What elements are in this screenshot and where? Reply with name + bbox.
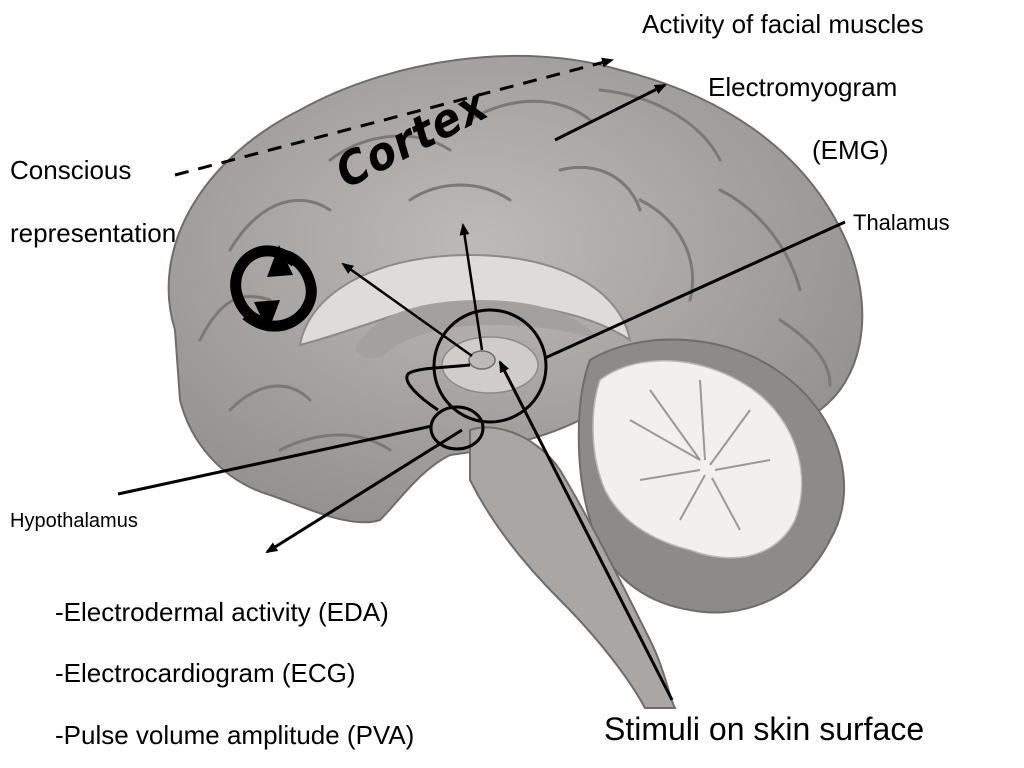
hypothalamus-pointer	[117, 424, 433, 496]
label-representation: representation	[10, 218, 177, 248]
corpus-callosum-shape	[298, 253, 632, 347]
hypothalamus-loop	[405, 363, 471, 412]
label-pva: -Pulse volume amplitude (PVA)	[55, 720, 415, 750]
thalamus-circle	[432, 308, 548, 424]
thalamus-pointer	[544, 220, 846, 360]
ventricle-shape	[355, 300, 600, 359]
label-thalamus: Thalamus	[853, 210, 950, 235]
hypothalamus-circle	[429, 405, 485, 451]
label-emg: (EMG)	[812, 135, 889, 165]
label-conscious: Conscious	[10, 155, 132, 185]
stimuli-arrow	[498, 360, 674, 701]
thalamus-to-cortex-arrow	[459, 223, 484, 351]
label-electromyogram: Electromyogram	[708, 72, 898, 102]
hypothalamus-to-autonomic-arrow	[265, 428, 463, 554]
dashed-connector	[174, 57, 614, 177]
emg-arrow	[554, 83, 667, 142]
label-hypothalamus: Hypothalamus	[10, 510, 138, 532]
label-eda: -Electrodermal activity (EDA)	[55, 597, 389, 627]
gyri-lines	[198, 88, 832, 452]
label-activity-facial-muscles: Activity of facial muscles	[642, 9, 924, 39]
label-ecg: -Electrocardiogram (ECG)	[55, 658, 356, 688]
pineal-nucleus	[468, 350, 496, 370]
cycle-arrows-icon	[230, 245, 317, 332]
label-stimuli: Stimuli on skin surface	[604, 711, 925, 747]
thalamus-to-frontal-arrow	[341, 262, 473, 358]
brainstem-shape	[469, 426, 677, 709]
arbor-vitae-branches	[629, 379, 771, 531]
